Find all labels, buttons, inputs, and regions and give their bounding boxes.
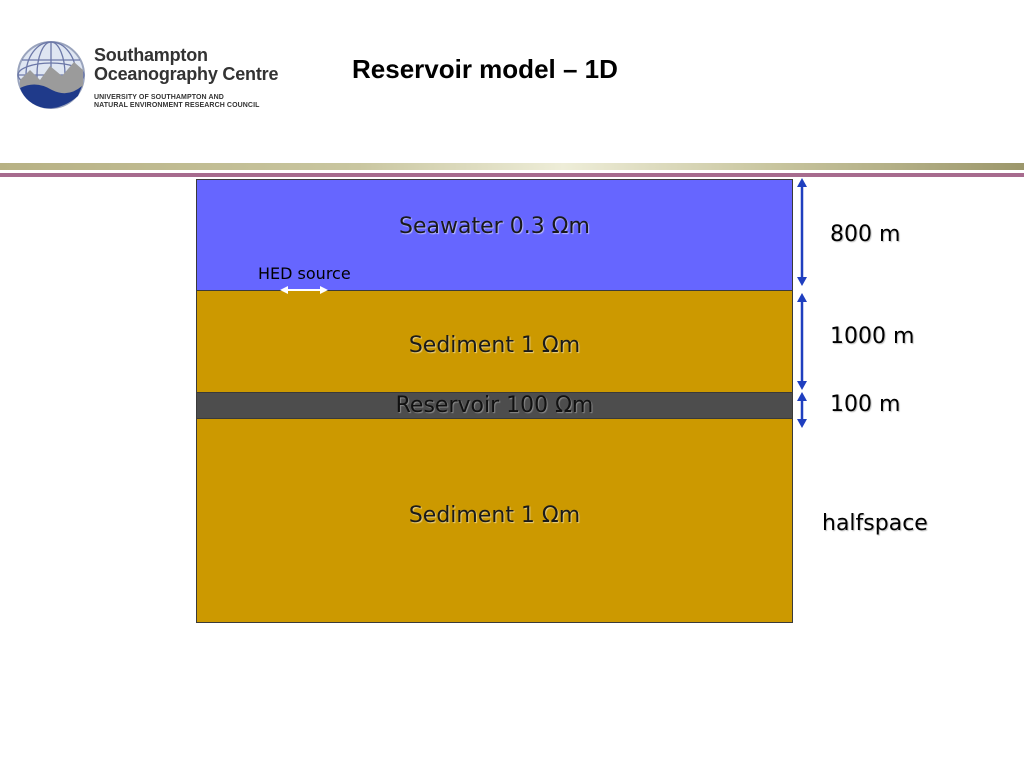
globe-wave-logo-icon (17, 41, 85, 109)
seawater-layer: Seawater 0.3 Ωm (196, 179, 793, 291)
hed-source-double-arrow-icon (280, 286, 328, 294)
seawater-label: Seawater 0.3 Ωm (399, 214, 590, 239)
thickness-label-sediment: 1000 m (830, 324, 915, 349)
thickness-label-reservoir: 100 m (830, 392, 901, 417)
org-logo: Southampton Oceanography Centre UNIVERSI… (16, 40, 316, 116)
sediment-layer-halfspace: Sediment 1 Ωm (196, 418, 793, 623)
thickness-arrow-sediment (797, 293, 807, 390)
thickness-arrows (797, 178, 807, 428)
sediment-halfspace-label: Sediment 1 Ωm (408, 503, 581, 528)
thickness-label-halfspace: halfspace (822, 511, 928, 536)
reservoir-layer: Reservoir 100 Ωm (196, 392, 793, 419)
header-divider-olive (0, 163, 1024, 170)
org-subtitle-line1: UNIVERSITY OF SOUTHAMPTON AND (94, 94, 224, 101)
thickness-arrow-seawater (797, 178, 807, 286)
org-name-line2: Oceanography Centre (94, 64, 279, 84)
sediment-upper-label: Sediment 1 Ωm (408, 333, 581, 358)
org-subtitle: UNIVERSITY OF SOUTHAMPTON AND NATURAL EN… (94, 94, 260, 110)
reservoir-label: Reservoir 100 Ωm (395, 393, 594, 418)
header-divider-mauve (0, 173, 1024, 177)
page-title: Reservoir model – 1D (352, 54, 618, 84)
org-name: Southampton Oceanography Centre (94, 46, 278, 84)
org-subtitle-line2: NATURAL ENVIRONMENT RESEARCH COUNCIL (94, 102, 260, 109)
hed-source-label: HED source (258, 264, 351, 283)
sediment-layer-upper: Sediment 1 Ωm (196, 290, 793, 393)
thickness-label-seawater: 800 m (830, 222, 901, 247)
org-name-line1: Southampton (94, 45, 208, 65)
thickness-arrow-reservoir (797, 392, 807, 428)
